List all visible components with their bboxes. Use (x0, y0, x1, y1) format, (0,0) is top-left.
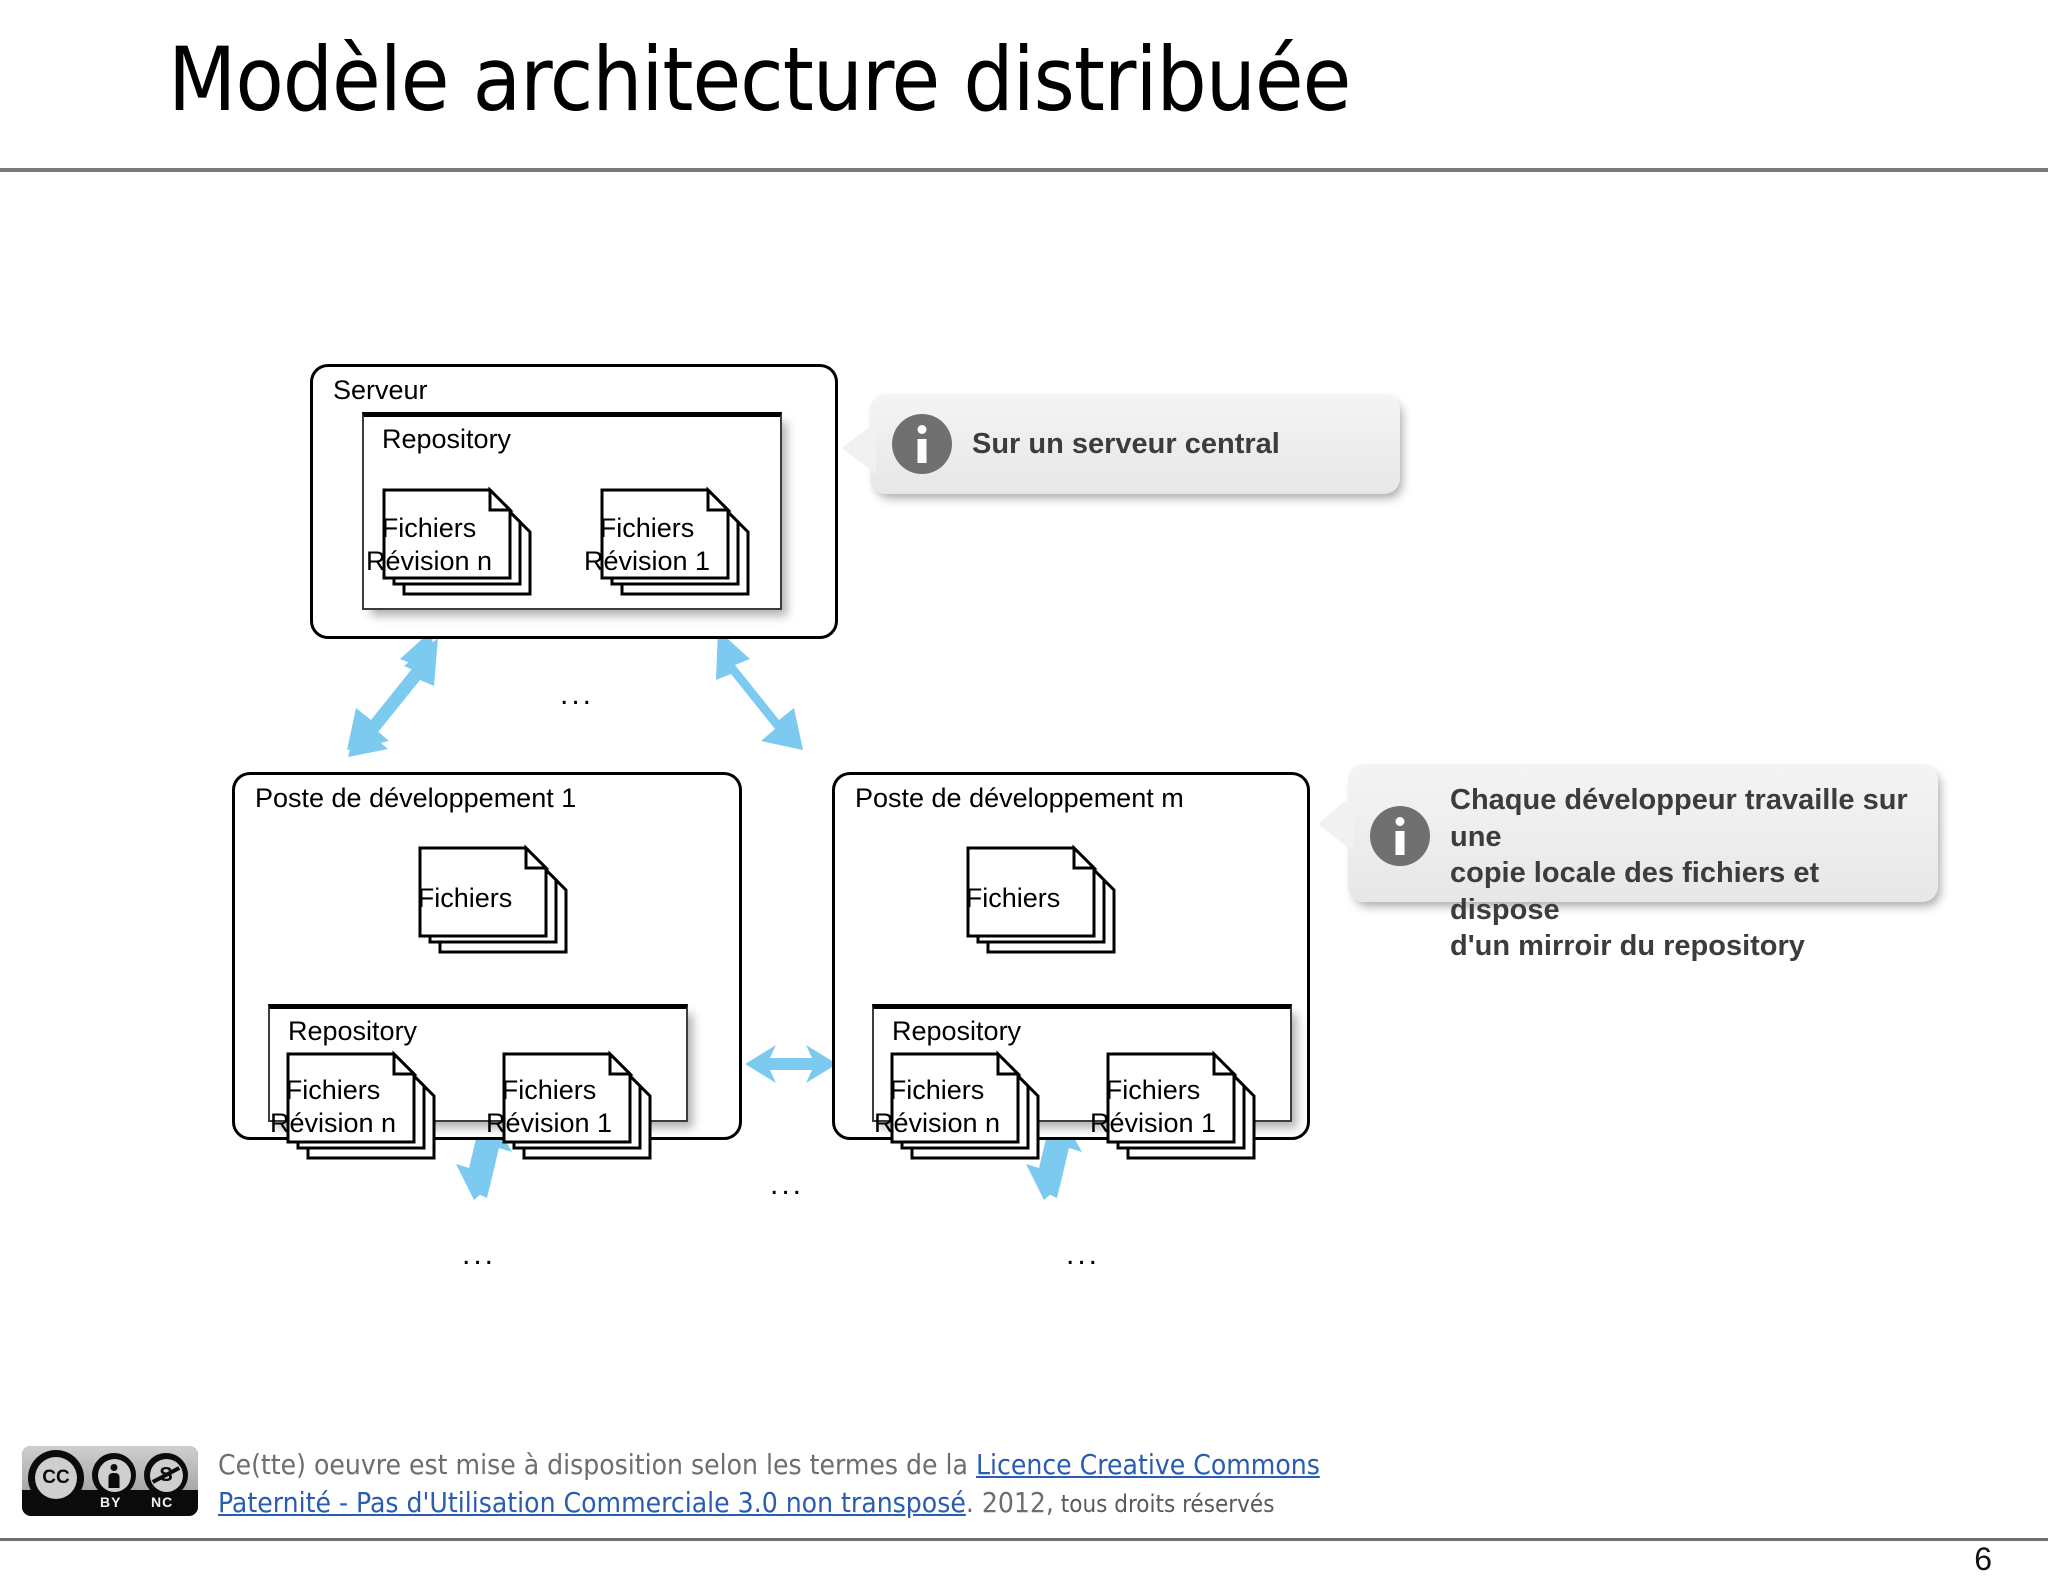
document-stack-revision-n: Fichiers Révision n (270, 1046, 446, 1166)
license-rights: tous droits réservés (1053, 1490, 1275, 1519)
by-label: BY (100, 1494, 122, 1510)
document-stack-revision-n: Fichiers Révision n (366, 482, 542, 602)
header-divider (0, 168, 2048, 172)
document-stack-files-m: Fichiers (966, 840, 1126, 960)
cc-icon: CC (28, 1450, 84, 1506)
cc-icon-label: CC (35, 1457, 77, 1499)
workstations-ellipsis: ... (770, 1168, 805, 1201)
callout-tail-server (842, 422, 876, 474)
workstation-1-repo-ellipsis: ... (462, 1238, 497, 1271)
nc-label: NC (151, 1494, 174, 1510)
server-repository-label: Repository (382, 424, 512, 454)
nc-icon: S (144, 1453, 188, 1497)
diagram-canvas: Serveur Repository Fichiers Révision n .… (0, 172, 2048, 1412)
license-text-after: . 2012, (965, 1486, 1054, 1520)
slide-header: Modèle architecture distribuée (0, 0, 2048, 172)
slide-footer: CC S BY NC Ce(tte) oeuvre est mise à dis… (0, 1428, 2048, 1538)
info-icon (1370, 806, 1430, 866)
page-number: 6 (1974, 1541, 1992, 1577)
server-label: Serveur (333, 375, 428, 405)
workstation-m-repo-ellipsis: ... (1066, 1238, 1101, 1271)
license-text: Ce(tte) oeuvre est mise à disposition se… (218, 1446, 1718, 1522)
workstation-m-repository-label: Repository (892, 1016, 1022, 1046)
callout-text: Sur un serveur central (972, 427, 1280, 460)
page-title: Modèle architecture distribuée (168, 28, 1351, 131)
footer-divider (0, 1538, 2048, 1541)
workstation-label-m: Poste de développement m (855, 783, 1184, 813)
by-icon (92, 1453, 136, 1497)
document-stack-revision-n: Fichiers Révision n (874, 1046, 1050, 1166)
creative-commons-badge: CC S BY NC (22, 1446, 198, 1516)
license-text-before: Ce(tte) oeuvre est mise à disposition se… (218, 1448, 976, 1481)
callout-tail-developer (1318, 794, 1354, 852)
info-icon (892, 414, 952, 474)
document-stack-files-1: Fichiers (418, 840, 578, 960)
callout-server: Sur un serveur central (870, 394, 1400, 494)
workstation-label-1: Poste de développement 1 (255, 783, 577, 813)
license-link-line-1[interactable]: Licence Creative Commons (975, 1448, 1320, 1481)
document-stack-revision-1: Fichiers Révision 1 (584, 482, 760, 602)
document-stack-revision-1: Fichiers Révision 1 (486, 1046, 662, 1166)
license-link-line-2[interactable]: Paternité - Pas d'Utilisation Commercial… (218, 1486, 966, 1520)
callout-developer: Chaque développeur travaille sur une cop… (1348, 764, 1938, 962)
callout-text: Chaque développeur travaille sur une cop… (1450, 784, 1908, 963)
workstation-1-repository-label: Repository (288, 1016, 418, 1046)
server-repo-ellipsis: ... (560, 678, 595, 711)
document-stack-revision-1: Fichiers Révision 1 (1090, 1046, 1266, 1166)
